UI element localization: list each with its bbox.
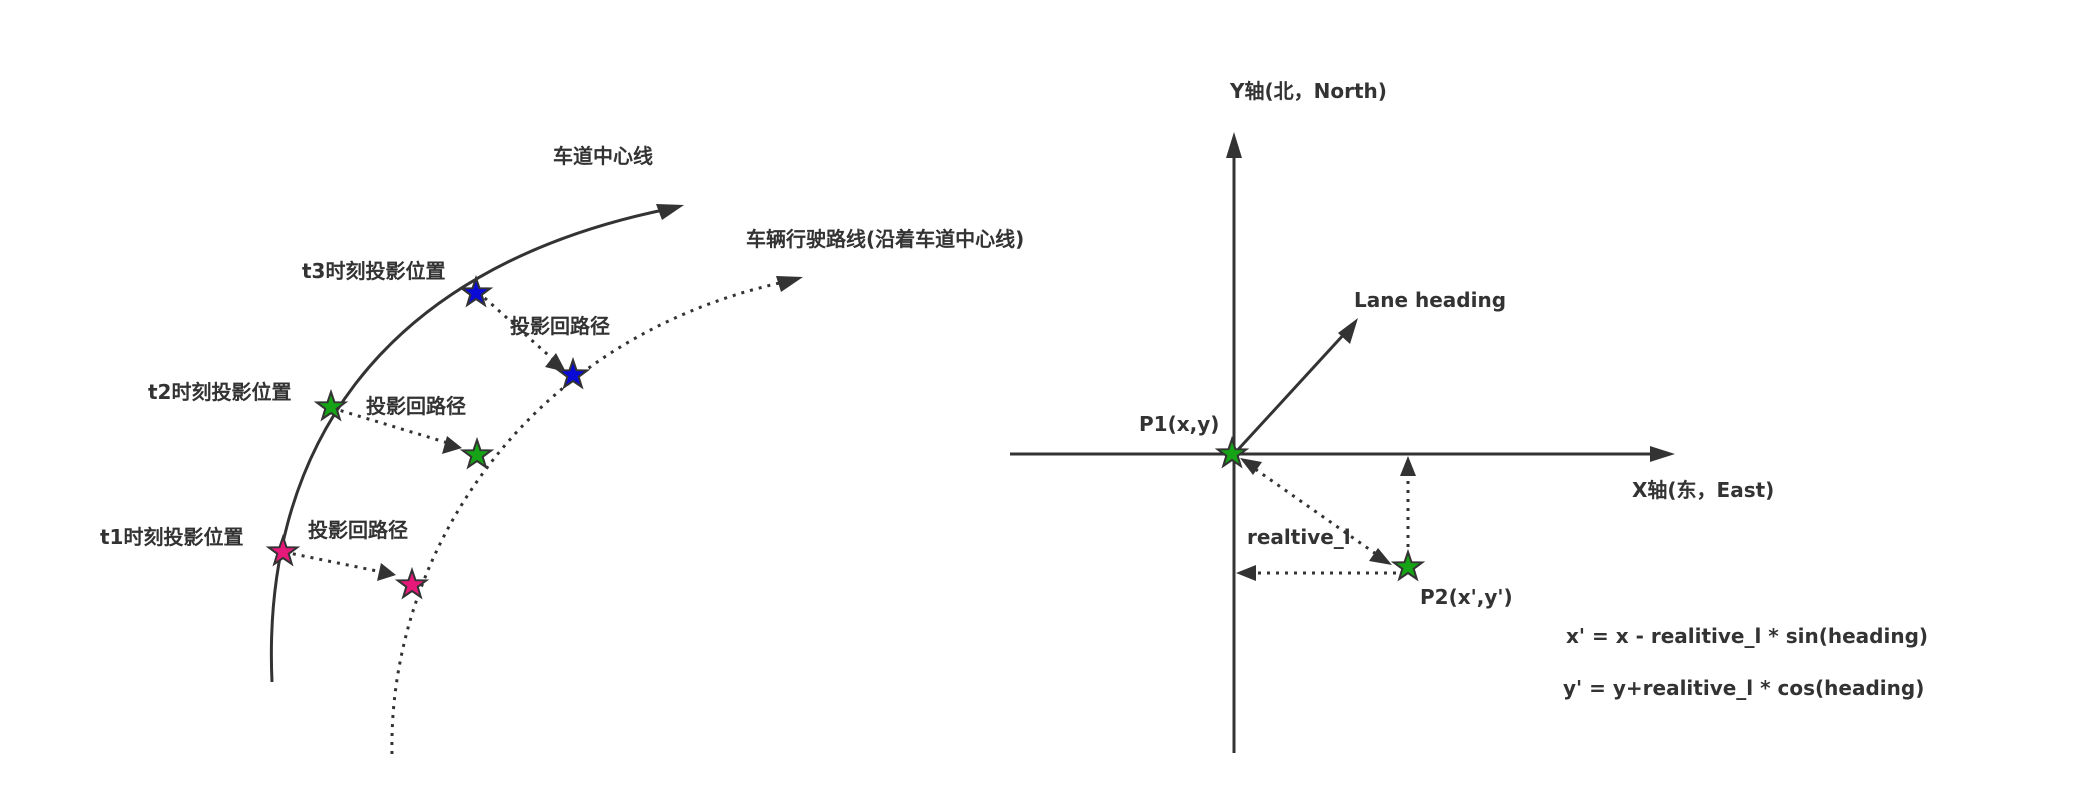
return-path-t2-line [331,406,449,445]
t2-position-label: t2时刻投影位置 [148,380,291,404]
p1-label: P1(x,y) [1139,412,1219,436]
left-diagram: 车道中心线 车辆行驶路线(沿着车道中心线) t3时刻投影位置 投影回路径 t2时… [100,144,1024,755]
formula-y: y' = y+realitive_l * cos(heading) [1563,676,1924,700]
t1-vehicle-star [394,566,430,600]
relative-l-arrowhead-p2 [1369,548,1392,565]
t2-projection-star [313,388,349,422]
lane-heading-label: Lane heading [1354,288,1506,312]
relative-l-arrowhead-p1 [1240,458,1262,475]
vehicle-path-curve [390,280,785,755]
y-axis-arrowhead [1226,132,1242,158]
p1-star [1214,435,1250,469]
t2-vehicle-star [459,436,495,470]
return-path-t2-arrowhead [442,436,462,454]
lane-centerline-curve [269,207,669,683]
t1-projection-star [265,533,301,567]
p2-label: P2(x',y') [1420,585,1513,609]
return-path-t3-label: 投影回路径 [510,314,610,338]
p2-y-projection-arrowhead [1236,565,1256,581]
y-axis-label: Y轴(北，North) [1229,79,1387,103]
lane-heading-line [1232,330,1348,456]
return-path-t1-line [283,550,383,574]
p2-x-projection-arrowhead [1400,456,1416,476]
return-path-t2-label: 投影回路径 [366,394,466,418]
relative-l-label: realtive_l [1247,525,1351,549]
vehicle-path-arrowhead [776,276,803,292]
return-path-t3-arrowhead [545,353,566,372]
right-diagram: Y轴(北，North) X轴(东，East) Lane heading P1(x… [1010,79,1928,753]
vehicle-path-label: 车辆行驶路线(沿着车道中心线) [746,227,1024,251]
t1-position-label: t1时刻投影位置 [100,525,243,549]
lane-centerline-label: 车道中心线 [553,144,653,168]
t3-position-label: t3时刻投影位置 [302,259,445,283]
t3-vehicle-star [555,356,591,390]
formula-x: x' = x - realitive_l * sin(heading) [1566,624,1928,648]
return-path-t1-label: 投影回路径 [308,518,408,542]
x-axis-label: X轴(东，East) [1632,478,1774,502]
p2-star [1390,548,1426,582]
lane-heading-arrowhead [1338,318,1358,344]
x-axis-arrowhead [1650,446,1675,462]
lane-centerline-arrowhead [656,204,684,220]
return-path-t1-arrowhead [377,563,396,581]
t3-projection-star [458,274,494,308]
